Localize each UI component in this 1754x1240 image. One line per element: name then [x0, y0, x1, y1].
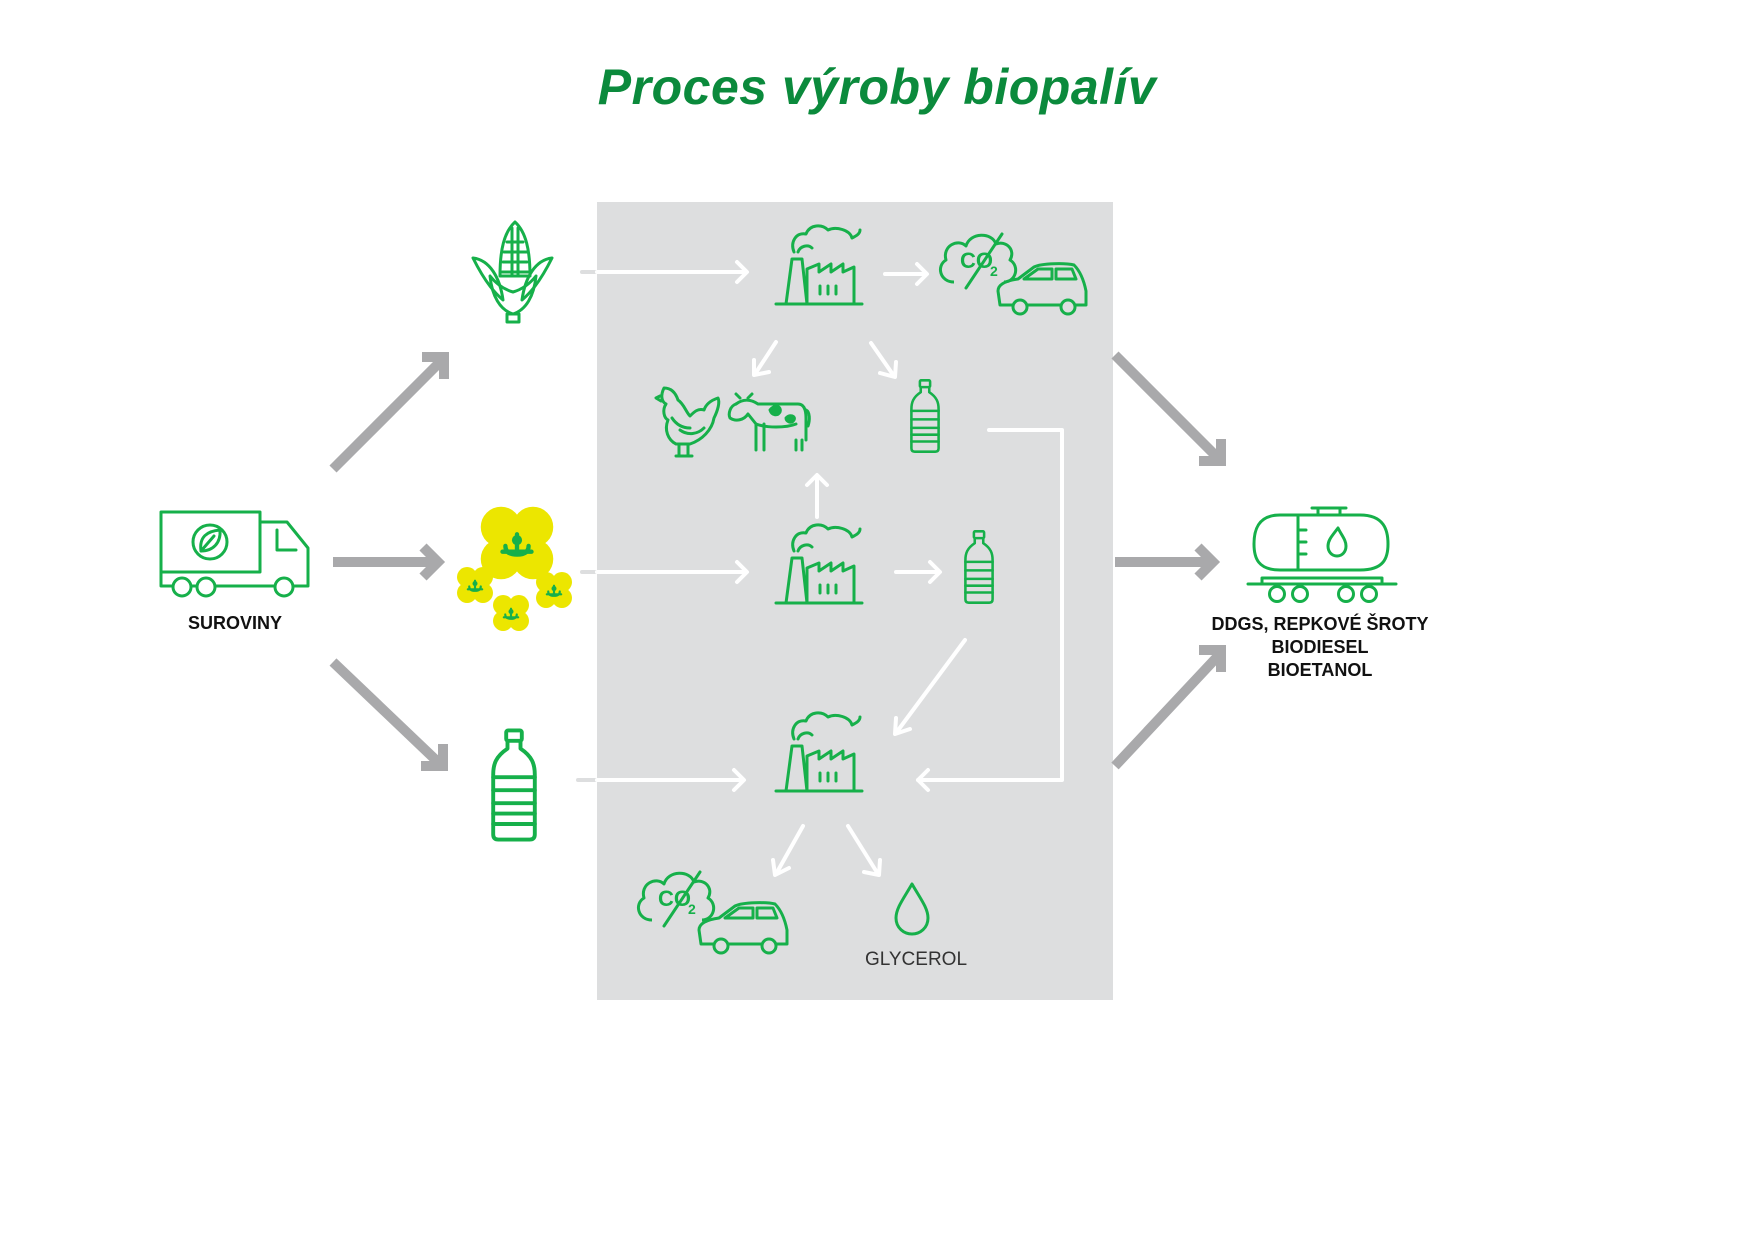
rapeseed-flower-icon	[455, 507, 574, 633]
white-arrow-factory1-to-oil	[869, 341, 898, 379]
white-arrow-factory3-to-glycerol	[846, 824, 882, 877]
source-label: SUROVINY	[188, 613, 282, 633]
arrow-source-to-rapeseed	[333, 543, 446, 581]
white-arrow-factory1-to-animals	[752, 340, 778, 377]
tank-wagon-icon	[1246, 506, 1398, 603]
white-arrow-rapeseed-to-factory2	[595, 560, 749, 584]
product-label-biodiesel: BIODIESEL	[1271, 637, 1368, 657]
white-arrow-factory2-to-animals	[805, 473, 829, 519]
arrow-panel-to-output-top	[1111, 351, 1226, 466]
oil-bottle-icon	[491, 728, 537, 842]
page-title: Proces výroby biopalív	[597, 59, 1157, 115]
arrow-source-to-corn	[329, 352, 449, 473]
white-arrow-factory3-to-emission	[771, 824, 805, 877]
arrow-panel-to-output-bottom	[1111, 645, 1226, 770]
arrow-source-to-oil	[329, 658, 448, 771]
chicken-cow-icon	[654, 386, 811, 458]
product-label-ddgs: DDGS, REPKOVÉ ŠROTY	[1211, 613, 1428, 634]
truck-leaf-icon	[159, 510, 310, 598]
white-arrow-oil2-to-factory3	[893, 638, 967, 736]
arrow-panel-to-output-middle	[1115, 543, 1221, 581]
white-arrow-factory1-to-emission	[883, 262, 929, 286]
white-arrow-factory2-to-oil	[894, 560, 942, 584]
white-line-oil1-to-factory3	[916, 428, 1064, 792]
product-label-bioetanol: BIOETANOL	[1268, 660, 1373, 680]
glycerol-label: GLYCEROL	[865, 949, 967, 970]
white-arrow-corn-to-factory	[595, 260, 749, 284]
white-arrow-oil-to-factory3	[595, 768, 746, 792]
corn-icon	[471, 220, 554, 324]
